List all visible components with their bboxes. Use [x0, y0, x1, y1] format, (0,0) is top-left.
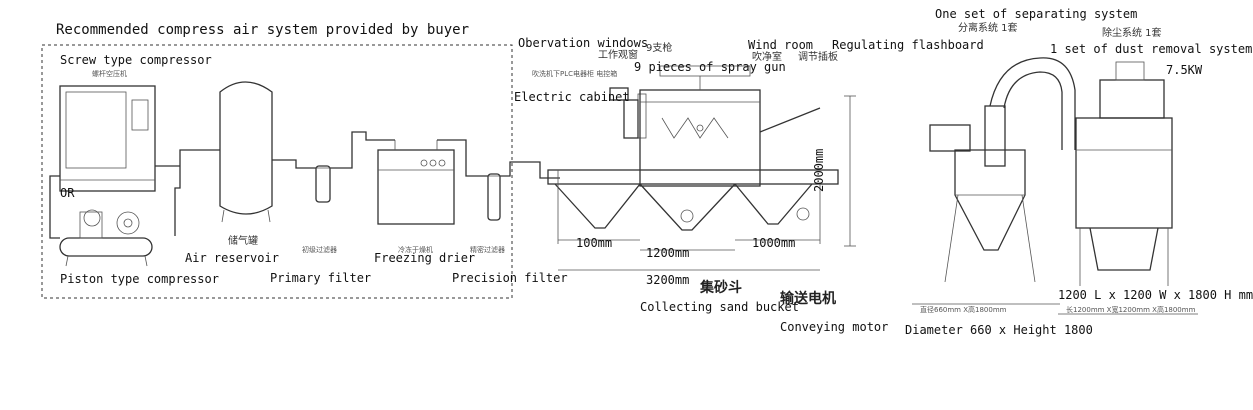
label-electric-cabinet: Electric cabinet [514, 90, 630, 104]
label-screw-compressor: Screw type compressor [60, 53, 212, 67]
cn-wind-room: 吹净室 [752, 52, 782, 63]
label-collecting-bucket: Collecting sand bucket [640, 300, 799, 314]
buyer-system-boundary [41, 44, 513, 299]
label-primary-filter: Primary filter [270, 271, 372, 285]
cn-nine-guns: 9支枪 [646, 43, 673, 54]
cn-precision-filter: 精密过滤器 [470, 246, 505, 254]
cn-screw-plate: 螺杆空压机 [92, 70, 127, 78]
label-piston-compressor: Piston type compressor [60, 272, 219, 286]
cn-separating: 分离系统 1套 [958, 23, 1018, 34]
label-conveying-motor: Conveying motor [780, 320, 889, 334]
dim-right-section: 1000mm [752, 236, 796, 250]
precision-filter [484, 173, 504, 221]
sandblasting-machine [547, 65, 856, 271]
label-separator-dimensions: Diameter 660 x Height 1800 [905, 323, 1093, 337]
cn-dust-plate: 长1200mm X宽1200mm X高1800mm [1066, 306, 1196, 314]
label-spray-guns: 9 pieces of spray gun [634, 60, 786, 74]
cn-panel-small: 吹洗机下PLC电器柜 电控箱 [532, 70, 618, 78]
dust-removal-system [1058, 61, 1198, 315]
cn-separator-plate: 直径660mm X高1800mm [920, 306, 1007, 314]
cn-air-tank: 储气罐 [228, 236, 258, 247]
label-precision-filter: Precision filter [452, 271, 568, 285]
label-air-reservoir: Air reservoir [185, 251, 279, 265]
dim-middle-section: 1200mm [646, 246, 690, 260]
cn-flashboard: 调节插板 [798, 52, 838, 63]
label-dust-removal: 1 set of dust removal system [1050, 42, 1253, 56]
label-separating-system: One set of separating system [935, 7, 1138, 21]
label-regulating-flashboard: Regulating flashboard [832, 38, 984, 52]
label-wind-room: Wind room [748, 38, 814, 52]
label-freezing-drier: Freezing drier [374, 251, 476, 265]
dim-total-length: 3200mm [646, 273, 690, 287]
primary-filter [313, 165, 333, 203]
separating-system [912, 57, 1076, 305]
air-reservoir [219, 81, 273, 223]
screw-compressor [59, 85, 156, 192]
cn-sand-bucket: 集砂斗 [700, 280, 742, 296]
dim-left-section: 100mm [576, 236, 613, 250]
cn-dust: 除尘系统 1套 [1102, 28, 1162, 39]
dim-motor-power: 7.5KW [1166, 63, 1203, 77]
diagram-title: Recommended compress air system provided… [56, 22, 470, 38]
freezing-drier [377, 140, 455, 225]
cn-obs-window: 工作观窗 [598, 50, 638, 61]
cn-primary-filter: 初级过滤器 [302, 246, 337, 254]
cn-conveyor-motor: 输送电机 [780, 291, 836, 307]
label-or: OR [60, 186, 75, 200]
cn-drier: 冷冻干燥机 [398, 246, 433, 254]
label-dust-dimensions: 1200 L x 1200 W x 1800 H mm [1058, 288, 1253, 302]
dim-height: 2000mm [812, 148, 826, 192]
label-observation-windows: Obervation windows [518, 36, 649, 50]
piston-compressor [59, 209, 153, 267]
air-pipe [49, 131, 560, 239]
